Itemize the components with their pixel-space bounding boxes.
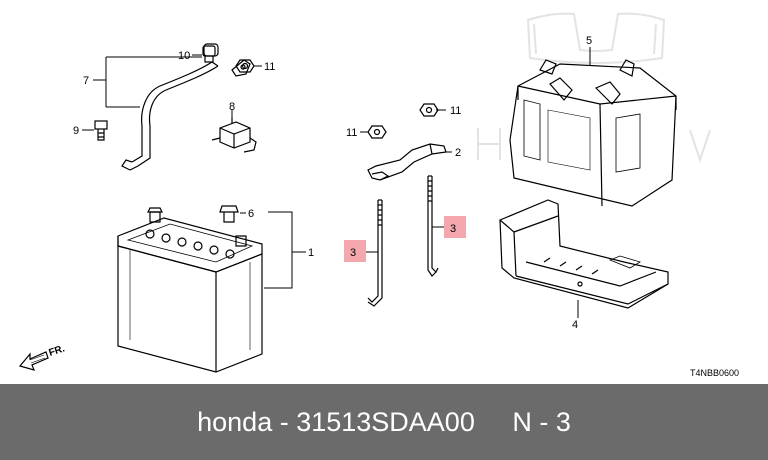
highlight-part-3-left <box>344 240 366 262</box>
terminal-part-10 <box>203 43 219 57</box>
highlight-part-3-right <box>444 216 466 238</box>
diagram-canvas: 10 7 11 8 9 11 11 2 3 3 6 1 5 4 FR. T4NB… <box>18 12 739 378</box>
callout-3-left: 3 <box>350 247 356 259</box>
clip-part-8 <box>211 118 257 153</box>
callout-9: 9 <box>73 125 79 137</box>
direction-label: FR. <box>48 343 67 359</box>
battery-box-part-5 <box>509 59 677 207</box>
callout-6: 6 <box>248 208 254 220</box>
battery-part-1 <box>117 207 263 373</box>
footer-bar: honda - 31513SDAA00 N - 3 <box>0 384 768 460</box>
diagram-code: T4NBB0600 <box>690 368 739 378</box>
callout-10: 10 <box>178 50 190 62</box>
honda-watermark-logo <box>477 12 711 164</box>
terminal-bolt-part-6 <box>219 205 239 223</box>
callout-3-right: 3 <box>450 223 456 235</box>
front-arrow-icon <box>18 351 49 371</box>
j-bolt-part-3-left <box>367 199 383 307</box>
nut-part-11-left <box>367 125 387 139</box>
callout-7: 7 <box>83 75 89 87</box>
leader-lines <box>82 47 591 318</box>
callout-11-top: 11 <box>264 61 275 73</box>
callout-11-left: 11 <box>346 127 357 139</box>
callout-1: 1 <box>308 247 314 259</box>
callout-5: 5 <box>586 35 592 47</box>
j-bolt-part-3-right <box>427 175 439 277</box>
callout-11-mid: 11 <box>450 105 461 117</box>
battery-tray-part-4 <box>499 199 669 309</box>
callout-8: 8 <box>229 101 235 113</box>
callout-4: 4 <box>572 319 578 331</box>
parts-diagram: 10 7 11 8 9 11 11 2 3 3 6 1 5 4 FR. T4NB… <box>18 12 740 378</box>
nut-part-11-top <box>235 59 255 73</box>
setting-plate-part-2 <box>367 143 447 181</box>
footer-part-text: honda - 31513SDAA00 N - 3 <box>197 407 571 437</box>
bolt-part-9 <box>94 120 108 141</box>
nut-part-11-mid <box>419 103 439 117</box>
callout-2: 2 <box>455 147 461 159</box>
